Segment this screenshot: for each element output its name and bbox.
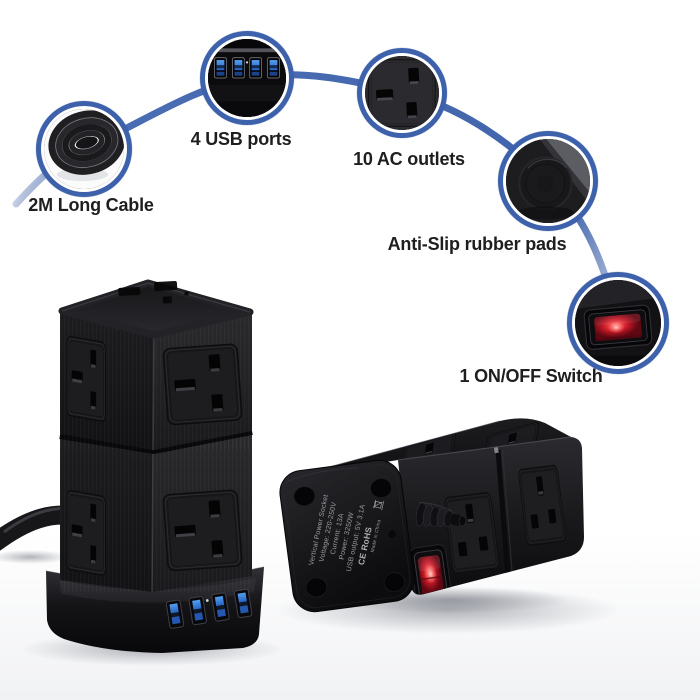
module-seam bbox=[495, 449, 511, 579]
callout-cable-circle bbox=[36, 101, 132, 197]
tower-top-face bbox=[58, 279, 254, 339]
callout-usb-circle bbox=[200, 31, 294, 125]
tower-lower-cube bbox=[60, 434, 252, 593]
cable-coil-image bbox=[44, 109, 124, 189]
weee-icon bbox=[372, 499, 384, 511]
horizontal-power-strip-photo: Vertical Power Socket Voltage: 220-250V … bbox=[276, 418, 620, 634]
usb-ports-image bbox=[208, 39, 286, 117]
red-rocker-switch-image bbox=[575, 280, 661, 366]
rubber-pad-image bbox=[506, 139, 590, 223]
uk-socket bbox=[443, 491, 501, 575]
top-socket-slots bbox=[118, 281, 189, 304]
unit-front-face bbox=[397, 436, 584, 595]
uk-socket bbox=[162, 342, 244, 426]
base-usb-ports bbox=[165, 588, 253, 629]
callout-outlets-circle bbox=[357, 48, 447, 138]
cord-strain-relief bbox=[415, 502, 467, 527]
usb-port bbox=[214, 57, 280, 79]
callout-label-cable: 2M Long Cable bbox=[28, 195, 154, 215]
spec-label: Vertical Power Socket Voltage: 220-250V … bbox=[308, 494, 384, 572]
uk-socket bbox=[65, 488, 107, 577]
usb-port bbox=[211, 592, 230, 622]
screw-hole bbox=[387, 529, 397, 539]
usb-port bbox=[165, 599, 185, 629]
callout-pads-circle bbox=[498, 131, 598, 231]
rubber-feet bbox=[293, 478, 406, 598]
uk-socket bbox=[162, 488, 244, 572]
tower-power-strip-photo bbox=[0, 279, 284, 666]
led-indicator bbox=[205, 599, 209, 602]
usb-port bbox=[188, 596, 207, 626]
callout-label-switch: 1 ON/OFF Switch bbox=[459, 366, 603, 386]
callout-label-usb: 4 USB ports bbox=[190, 129, 292, 149]
callout-label-pads: Anti-Slip rubber pads bbox=[387, 234, 567, 254]
uk-socket bbox=[65, 334, 107, 423]
callout-switch-circle bbox=[567, 272, 669, 374]
callout-label-outlets: 10 AC outlets bbox=[353, 149, 465, 169]
ac-outlet-image bbox=[365, 56, 439, 130]
unit-bottom-face: Vertical Power Socket Voltage: 220-250V … bbox=[279, 459, 415, 613]
led-indicator bbox=[245, 61, 249, 64]
